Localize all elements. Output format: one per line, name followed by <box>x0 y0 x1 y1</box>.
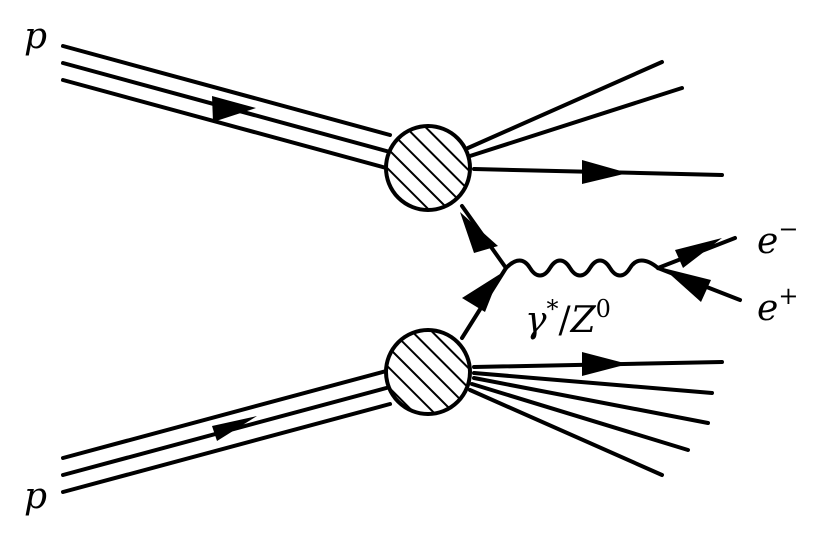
label-electron-sup: − <box>778 215 798 243</box>
label-positron: e+ <box>757 282 798 329</box>
label-electron: e− <box>757 215 798 262</box>
proton-top-arrow <box>212 96 256 122</box>
top-jet-arrow <box>582 160 628 184</box>
label-positron-sup: + <box>778 282 798 310</box>
proton-bottom-arrow <box>212 416 257 441</box>
label-electron-base: e <box>757 221 778 262</box>
top-jets <box>466 60 724 177</box>
label-boson-star: * <box>547 295 559 323</box>
bottom-jets <box>468 360 724 477</box>
bottom-proton-blob <box>384 328 472 416</box>
label-positron-base: e <box>757 288 778 329</box>
label-boson-sup: 0 <box>596 295 611 323</box>
quark-top-arrow <box>460 212 498 253</box>
label-proton-bottom: p <box>24 476 47 517</box>
bottom-jet-arrow <box>582 352 628 376</box>
label-boson-gamma: γ <box>525 300 547 341</box>
label-proton-top: p <box>24 16 47 57</box>
positron-arrow <box>663 268 711 302</box>
boson-propagator <box>504 258 660 278</box>
label-boson: γ*/Z0 <box>525 295 611 341</box>
label-boson-slash: / <box>559 300 572 341</box>
electron-arrow <box>675 238 722 268</box>
label-boson-z: Z <box>570 300 597 341</box>
top-proton-blob <box>384 124 472 212</box>
quark-bottom-arrow <box>462 274 500 312</box>
